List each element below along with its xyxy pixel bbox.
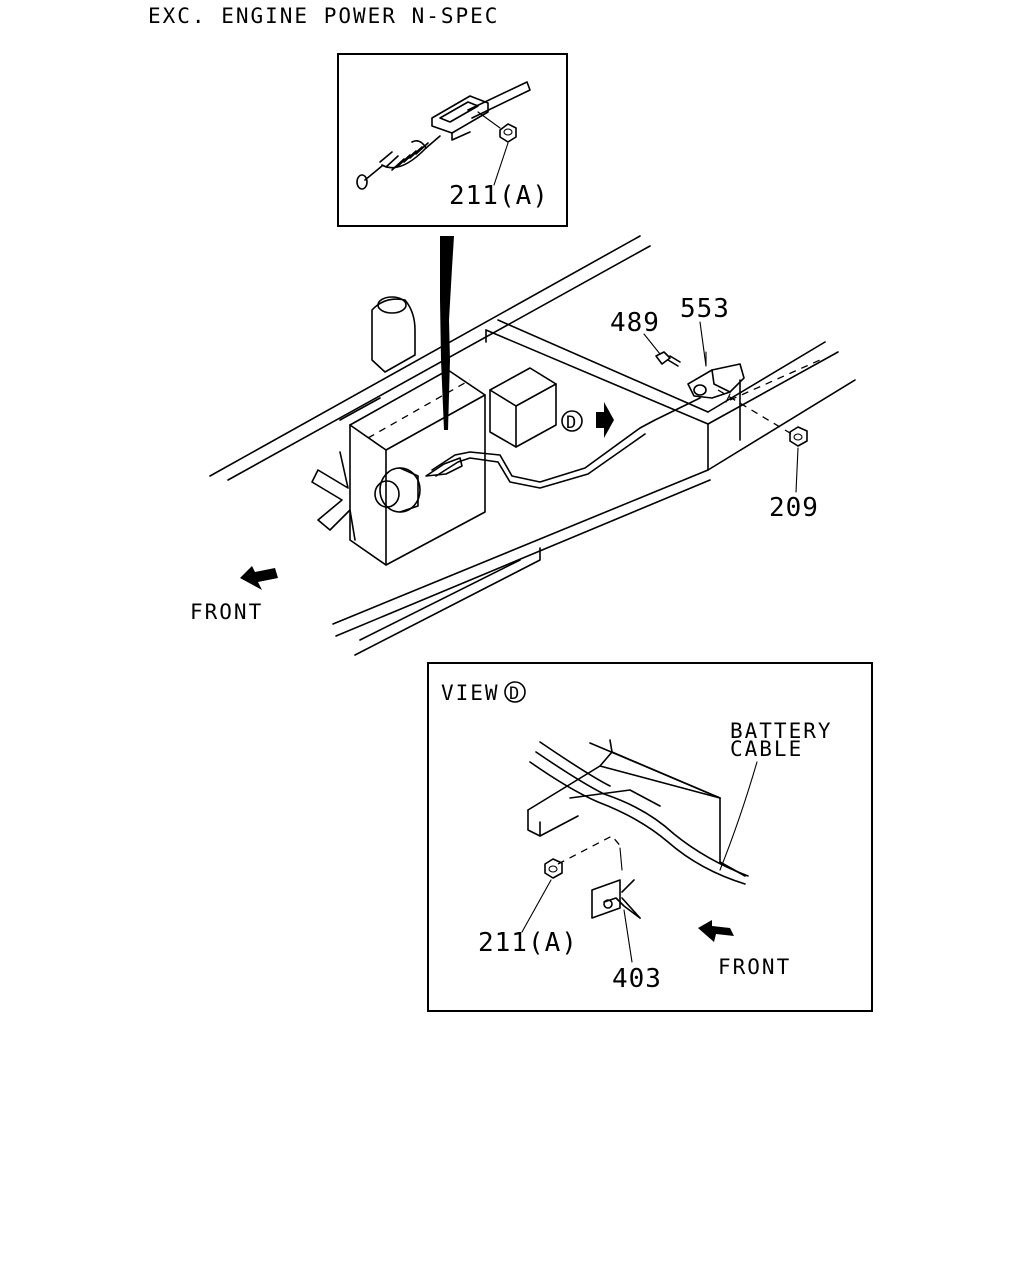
part-489: 489 — [610, 308, 660, 338]
view-marker-d: D — [566, 413, 576, 433]
view-title-marker: D — [509, 684, 519, 704]
part-209: 209 — [769, 493, 819, 523]
view-d-panel — [427, 662, 873, 1012]
inset-cable-detail — [337, 53, 568, 227]
inset-pointer — [440, 236, 454, 430]
diagram-heading: EXC. ENGINE POWER N-SPEC — [148, 4, 499, 28]
front-label-view: FRONT — [718, 955, 791, 979]
main-frame-illustration — [209, 235, 856, 656]
front-label-main: FRONT — [190, 600, 263, 624]
battery-cable-label-1: BATTERY — [730, 719, 833, 743]
view-part-403: 403 — [612, 964, 662, 994]
battery-cable-label-2: CABLE — [730, 737, 803, 761]
view-title: VIEW — [441, 681, 500, 705]
part-553: 553 — [680, 294, 730, 324]
inset-part-211a: 211(A) — [449, 181, 549, 211]
view-part-211a: 211(A) — [478, 928, 578, 958]
